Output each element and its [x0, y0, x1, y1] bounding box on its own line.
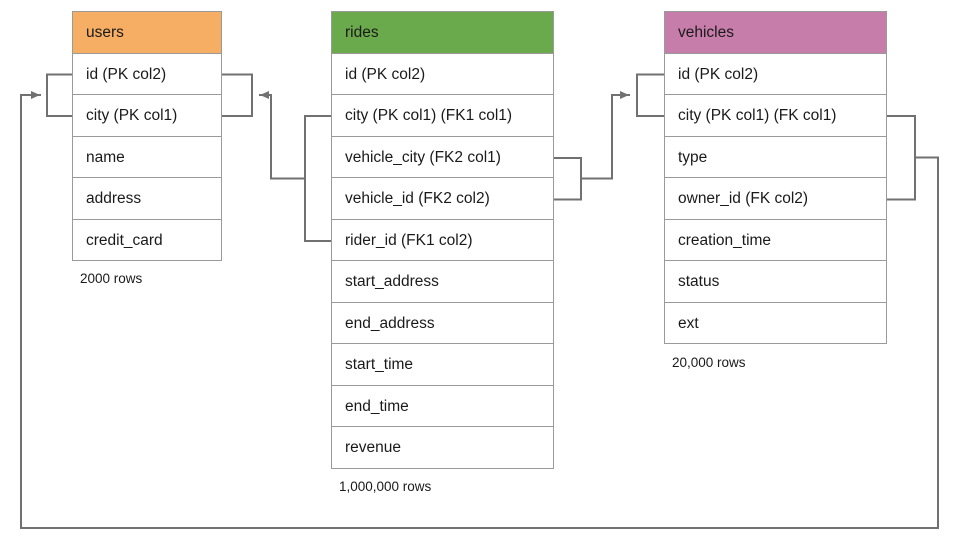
- connector-users-right-bracket: [221, 73, 253, 117]
- table-vehicles-column-owner-id: owner_id (FK col2): [665, 178, 886, 220]
- connector-rides-to-users-line: [259, 91, 306, 180]
- table-rides-column-revenue: revenue: [332, 427, 553, 469]
- table-vehicles-column-id: id (PK col2): [665, 53, 886, 95]
- table-users-column-city: city (PK col1): [73, 95, 221, 137]
- table-rides-column-vehicle-id: vehicle_id (FK2 col2): [332, 178, 553, 220]
- table-rides-column-start-time: start_time: [332, 344, 553, 386]
- table-users-column-address: address: [73, 178, 221, 220]
- table-rides-column-city: city (PK col1) (FK1 col1): [332, 95, 553, 137]
- table-rides-column-rider-id: rider_id (FK1 col2): [332, 219, 553, 261]
- table-users-header: users: [73, 12, 221, 54]
- connector-users-left-bracket: [46, 73, 73, 117]
- table-vehicles-column-city: city (PK col1) (FK col1): [665, 95, 886, 137]
- table-users[interactable]: users id (PK col2) city (PK col1) name a…: [72, 11, 222, 261]
- table-vehicles[interactable]: vehicles id (PK col2) city (PK col1) (FK…: [664, 11, 887, 344]
- table-vehicles-column-creation-time: creation_time: [665, 219, 886, 261]
- table-users-row-count: 2000 rows: [80, 271, 143, 286]
- table-rides-column-start-address: start_address: [332, 261, 553, 303]
- connector-rides-to-vehicles-line: [580, 91, 630, 180]
- table-rides-column-end-time: end_time: [332, 385, 553, 427]
- connector-vehicles-right-bracket: [886, 115, 916, 201]
- table-vehicles-column-status: status: [665, 261, 886, 303]
- connector-rides-right-bracket-fk2: [553, 157, 582, 201]
- table-users-column-credit-card: credit_card: [73, 219, 221, 261]
- table-vehicles-row-count: 20,000 rows: [672, 355, 746, 370]
- table-rides-column-end-address: end_address: [332, 302, 553, 344]
- table-users-column-name: name: [73, 136, 221, 178]
- table-rides-column-id: id (PK col2): [332, 53, 553, 95]
- table-rides-row-count: 1,000,000 rows: [339, 479, 432, 494]
- table-vehicles-column-type: type: [665, 136, 886, 178]
- table-rides-column-vehicle-city: vehicle_city (FK2 col1): [332, 136, 553, 178]
- table-rides-header: rides: [332, 12, 553, 54]
- table-vehicles-header: vehicles: [665, 12, 886, 54]
- table-rides[interactable]: rides id (PK col2) city (PK col1) (FK1 c…: [331, 11, 554, 469]
- connector-rides-left-bracket-fk1: [304, 115, 332, 242]
- connector-vehicles-left-bracket: [636, 73, 665, 117]
- table-users-column-id: id (PK col2): [73, 53, 221, 95]
- table-vehicles-column-ext: ext: [665, 302, 886, 344]
